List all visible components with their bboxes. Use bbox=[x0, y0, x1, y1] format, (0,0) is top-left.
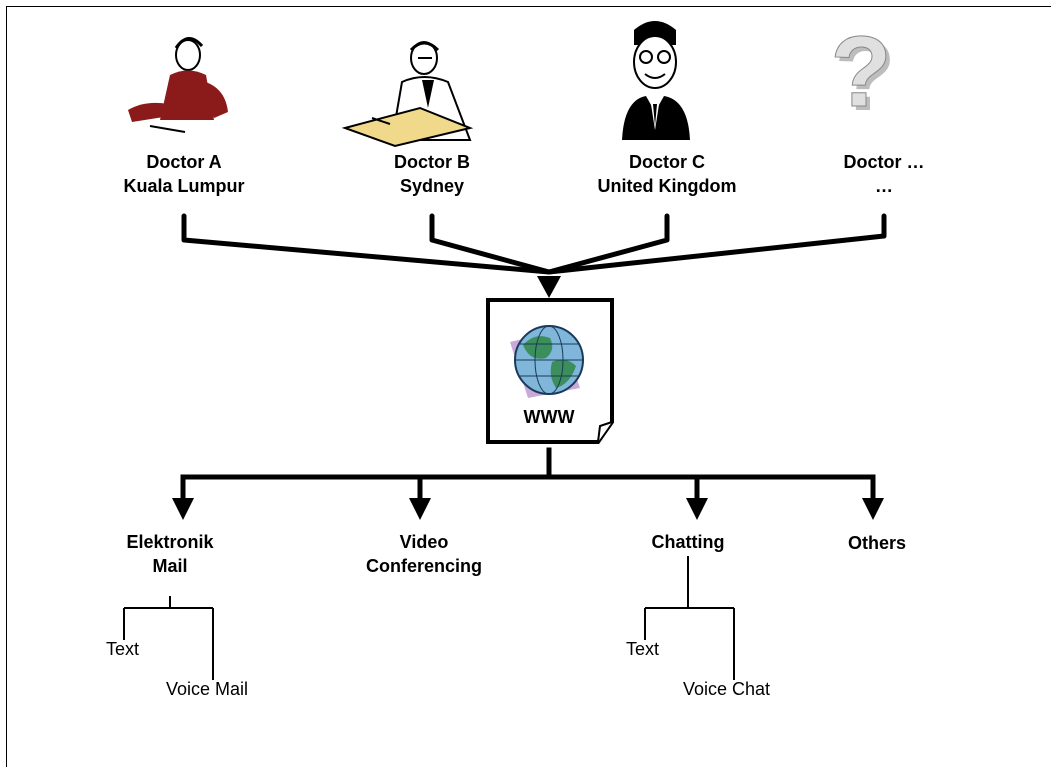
service-chat-line1: Chatting bbox=[651, 532, 725, 552]
doctor-c-portrait-icon bbox=[622, 21, 690, 140]
doctor-b-label: Doctor B Sydney bbox=[352, 150, 512, 198]
service-email-line1: Elektronik bbox=[126, 532, 214, 552]
svg-text:?: ? bbox=[834, 20, 895, 132]
globe-icon bbox=[514, 325, 584, 395]
svg-text:?: ? bbox=[830, 16, 891, 128]
service-others-label: Others bbox=[807, 531, 947, 555]
doctor-c-name: Doctor C bbox=[629, 152, 705, 172]
doctor-a-name: Doctor A bbox=[146, 152, 222, 172]
doctor-unknown-label: Doctor … … bbox=[804, 150, 964, 198]
doctor-c-label: Doctor C United Kingdom bbox=[587, 150, 747, 198]
email-option-text: Text bbox=[106, 639, 140, 659]
doctor-unknown-place: … bbox=[875, 176, 893, 196]
doctor-c-place: United Kingdom bbox=[597, 176, 737, 196]
chat-option-text: Text bbox=[626, 639, 660, 659]
service-email-line2: Mail bbox=[152, 556, 188, 576]
doctor-b-name: Doctor B bbox=[394, 152, 470, 172]
doctor-unknown-name: Doctor … bbox=[843, 152, 925, 172]
diagram-frame bbox=[6, 6, 1051, 767]
doctor-a-figure-icon bbox=[128, 37, 228, 133]
www-label: WWW bbox=[523, 407, 575, 427]
service-connectors bbox=[180, 447, 876, 503]
service-video-line1: Video bbox=[399, 532, 449, 552]
email-subtree bbox=[123, 596, 214, 680]
doctor-connectors bbox=[181, 213, 887, 275]
doctor-a-label: Doctor A Kuala Lumpur bbox=[104, 150, 264, 198]
service-video-label: Video Conferencing bbox=[354, 530, 494, 578]
arrow-to-www bbox=[537, 276, 561, 298]
service-video-line2: Conferencing bbox=[365, 556, 482, 576]
email-option-voice-mail: Voice Mail bbox=[166, 679, 249, 699]
chat-subtree bbox=[644, 556, 735, 680]
doctor-a-place: Kuala Lumpur bbox=[123, 176, 245, 196]
service-chat-label: Chatting bbox=[618, 530, 758, 554]
question-mark-icon: ? ? bbox=[830, 16, 896, 133]
doctor-b-writing-icon bbox=[341, 41, 474, 148]
service-email-label: Elektronik Mail bbox=[100, 530, 240, 578]
service-others-line1: Others bbox=[847, 533, 907, 553]
service-arrows bbox=[172, 498, 884, 520]
chat-option-voice-chat: Voice Chat bbox=[683, 679, 771, 699]
doctor-b-place: Sydney bbox=[399, 176, 465, 196]
